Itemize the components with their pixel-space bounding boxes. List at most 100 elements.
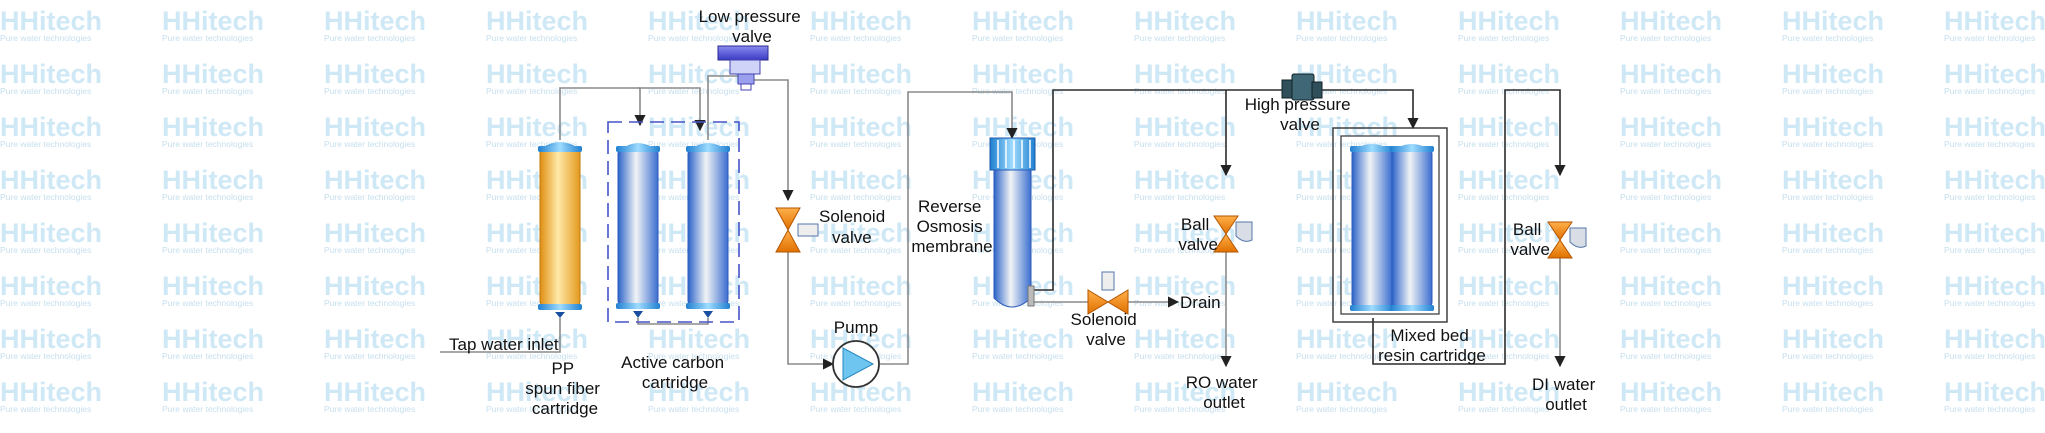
watermark-tagline: Pure water technologies <box>1944 139 2035 149</box>
watermark-tagline: Pure water technologies <box>1296 139 1387 149</box>
watermark-brand: HHitech <box>324 324 426 354</box>
watermark-tagline: Pure water technologies <box>648 404 739 414</box>
watermark-brand: HHitech <box>1620 377 1722 407</box>
watermark-tagline: Pure water technologies <box>486 404 577 414</box>
watermark-tagline: Pure water technologies <box>0 192 91 202</box>
watermark-tagline: Pure water technologies <box>0 86 91 96</box>
watermark-tagline: Pure water technologies <box>1944 86 2035 96</box>
low-pressure-valve-label: Low pressure valve <box>699 7 806 46</box>
watermark-tagline: Pure water technologies <box>324 192 415 202</box>
watermark-tagline: Pure water technologies <box>972 33 1063 43</box>
watermark-tagline: Pure water technologies <box>1458 139 1549 149</box>
watermark-brand: HHitech <box>1458 59 1560 89</box>
watermark-tagline: Pure water technologies <box>1944 245 2035 255</box>
watermark-brand: HHitech <box>486 324 588 354</box>
watermark-tagline: Pure water technologies <box>1458 298 1549 308</box>
watermark-brand: HHitech <box>0 218 102 248</box>
watermark-brand: HHitech <box>810 6 912 36</box>
watermark-tagline: Pure water technologies <box>1782 139 1873 149</box>
watermark-brand: HHitech <box>1458 165 1560 195</box>
watermark-brand: HHitech <box>972 377 1074 407</box>
watermark-tagline: Pure water technologies <box>972 351 1063 361</box>
watermark-tagline: Pure water technologies <box>1134 139 1225 149</box>
carbon-enclosure <box>607 121 740 323</box>
pump-label: Pump <box>834 318 878 337</box>
watermark-brand: HHitech <box>972 59 1074 89</box>
watermark-brand: HHitech <box>1782 112 1884 142</box>
watermark-tagline: Pure water technologies <box>324 33 415 43</box>
watermark-brand: HHitech <box>1134 6 1236 36</box>
watermark-tagline: Pure water technologies <box>1944 192 2035 202</box>
watermark-tagline: Pure water technologies <box>1944 351 2035 361</box>
watermark-tagline: Pure water technologies <box>486 33 577 43</box>
watermark-tagline: Pure water technologies <box>162 33 253 43</box>
watermark-brand: HHitech <box>0 324 102 354</box>
watermark-brand: HHitech <box>162 112 264 142</box>
watermark-tagline: Pure water technologies <box>324 404 415 414</box>
watermark-tagline: Pure water technologies <box>1134 86 1225 96</box>
watermark-brand: HHitech <box>810 165 912 195</box>
solenoid-valve-1-label: Solenoid valve <box>819 207 890 247</box>
watermark-tagline: Pure water technologies <box>1620 298 1711 308</box>
watermark-tagline: Pure water technologies <box>1134 351 1225 361</box>
watermark-tagline: Pure water technologies <box>1458 192 1549 202</box>
pipe-tap-inlet <box>440 318 561 353</box>
carbon-cartridge-2 <box>686 143 730 318</box>
low-pressure-valve-icon <box>717 45 769 91</box>
ball-valve-1-icon <box>1213 215 1253 253</box>
watermark-brand: HHitech <box>1944 6 2045 36</box>
pipe-ro-to-hpv <box>1028 89 1282 291</box>
watermark-tagline: Pure water technologies <box>1458 245 1549 255</box>
watermark-brand: HHitech <box>324 218 426 248</box>
carbon-cartridge-1 <box>616 143 660 318</box>
ball-valve-2-icon <box>1547 221 1587 259</box>
watermark-brand: HHitech <box>0 377 102 407</box>
watermark-brand: HHitech <box>1620 112 1722 142</box>
ro-membrane-vessel <box>989 137 1036 308</box>
pipe-carbon-bottom <box>637 318 709 325</box>
watermark-brand: HHitech <box>324 165 426 195</box>
pp-cartridge <box>538 142 582 318</box>
watermark-tagline: Pure water technologies <box>0 139 91 149</box>
watermark-brand: HHitech <box>1296 6 1398 36</box>
watermark-tagline: Pure water technologies <box>810 86 901 96</box>
pipe-carbon-link <box>638 87 706 132</box>
active-carbon-cartridges <box>607 121 740 323</box>
watermark-brand: HHitech <box>324 6 426 36</box>
mixed-bed-frame-inner <box>1340 135 1440 315</box>
pipe-lpv-to-solenoid <box>748 79 794 202</box>
watermark-brand: HHitech <box>486 377 588 407</box>
watermark-tagline: Pure water technologies <box>162 86 253 96</box>
watermark-brand: HHitech <box>1620 59 1722 89</box>
pump-icon <box>832 340 880 388</box>
watermark-brand: HHitech <box>1620 218 1722 248</box>
watermark-brand: HHitech <box>1296 324 1398 354</box>
watermark-brand: HHitech <box>648 377 750 407</box>
watermark-tagline: Pure water technologies <box>1782 245 1873 255</box>
watermark-tagline: Pure water technologies <box>1296 86 1387 96</box>
watermark-tagline: Pure water technologies <box>1620 192 1711 202</box>
watermark-brand: HHitech <box>1458 324 1560 354</box>
solenoid-valve-2-label: Solenoid valve <box>1071 310 1142 349</box>
watermark-brand: HHitech <box>810 112 912 142</box>
watermark-tagline: Pure water technologies <box>1782 298 1873 308</box>
watermark-brand: HHitech <box>1782 324 1884 354</box>
watermark-tagline: Pure water technologies <box>1296 298 1387 308</box>
watermark-brand: HHitech <box>648 6 750 36</box>
mixed-bed-cylinder-1 <box>1350 144 1394 311</box>
watermark-tagline: Pure water technologies <box>0 33 91 43</box>
watermark-tagline: Pure water technologies <box>0 298 91 308</box>
mixed-bed-frame-outer <box>1332 127 1448 323</box>
watermark-tagline: Pure water technologies <box>1620 33 1711 43</box>
pipe-hpv-to-mixed <box>1322 89 1419 130</box>
watermark-brand: HHitech <box>162 218 264 248</box>
watermark-tagline: Pure water technologies <box>162 192 253 202</box>
watermark-brand: HHitech <box>486 112 588 142</box>
watermark-brand: HHitech <box>1134 112 1236 142</box>
watermark-brand: HHitech <box>162 59 264 89</box>
watermark-brand: HHitech <box>1296 377 1398 407</box>
watermark-tagline: Pure water technologies <box>1458 86 1549 96</box>
watermark-brand: HHitech <box>1782 218 1884 248</box>
